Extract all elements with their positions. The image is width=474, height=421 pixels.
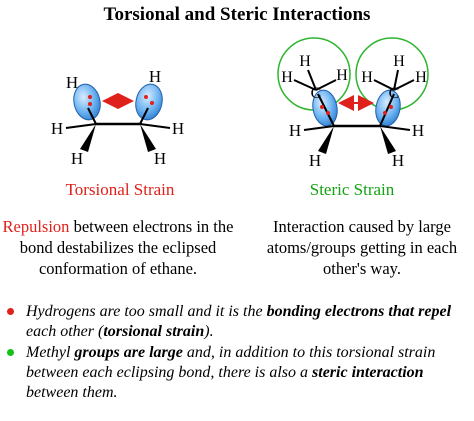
page-title: Torsional and Steric Interactions — [103, 4, 371, 25]
electron-dot — [150, 101, 154, 105]
repulsion-highlight: Repulsion — [2, 217, 70, 236]
atom-c: C — [311, 85, 322, 102]
bullet-item-torsional: Hydrogens are too small and it is the bo… — [6, 302, 472, 342]
atom-h: H — [149, 67, 161, 86]
wedge-bond-right — [140, 124, 156, 152]
atom-h: H — [51, 119, 63, 138]
red-bullet-icon — [7, 308, 14, 315]
bullet-list: Hydrogens are too small and it is the bo… — [6, 302, 472, 404]
electron-dot — [320, 105, 324, 109]
orbital-lobe-right — [135, 83, 163, 121]
orbital-lobe-left — [73, 83, 101, 121]
atom-h: H — [412, 121, 424, 140]
electron-dot — [326, 111, 330, 115]
steric-description: Interaction caused by large atoms/groups… — [266, 217, 458, 278]
atom-h: H — [415, 69, 427, 86]
electron-dot — [88, 102, 92, 106]
electron-dot — [88, 95, 92, 99]
electron-dot — [383, 111, 387, 115]
atom-c: C — [389, 85, 400, 102]
wedge-bond-left — [318, 126, 334, 154]
atom-h: H — [281, 69, 293, 86]
atom-h: H — [289, 121, 301, 140]
atom-h: H — [71, 149, 83, 168]
bullet-item-steric: Methyl groups are large and, in addition… — [6, 343, 472, 403]
atom-h: H — [309, 151, 321, 170]
atom-h: H — [66, 73, 78, 92]
atom-h: H — [392, 151, 404, 170]
electron-dot — [389, 105, 393, 109]
electron-dot — [144, 95, 148, 99]
torsional-description-text: between electrons in the bond destabiliz… — [19, 217, 234, 278]
ethane-molecule: H H H H H H — [51, 67, 184, 168]
atom-h: H — [393, 53, 405, 70]
atom-h: H — [361, 69, 373, 86]
torsional-strain-caption: Torsional Strain — [65, 180, 175, 199]
steric-strain-caption: Steric Strain — [309, 180, 395, 199]
green-bullet-icon — [7, 349, 14, 356]
torsional-description: Repulsion between electrons in the bond … — [0, 216, 236, 279]
atom-h: H — [172, 119, 184, 138]
atom-h: H — [154, 149, 166, 168]
atom-h: H — [336, 67, 348, 84]
wedge-bond-left — [80, 124, 96, 152]
wedge-bond-right — [380, 126, 396, 154]
atom-h: H — [299, 53, 311, 70]
methyl-molecule: C C H H H H H H H H H H — [277, 37, 429, 170]
